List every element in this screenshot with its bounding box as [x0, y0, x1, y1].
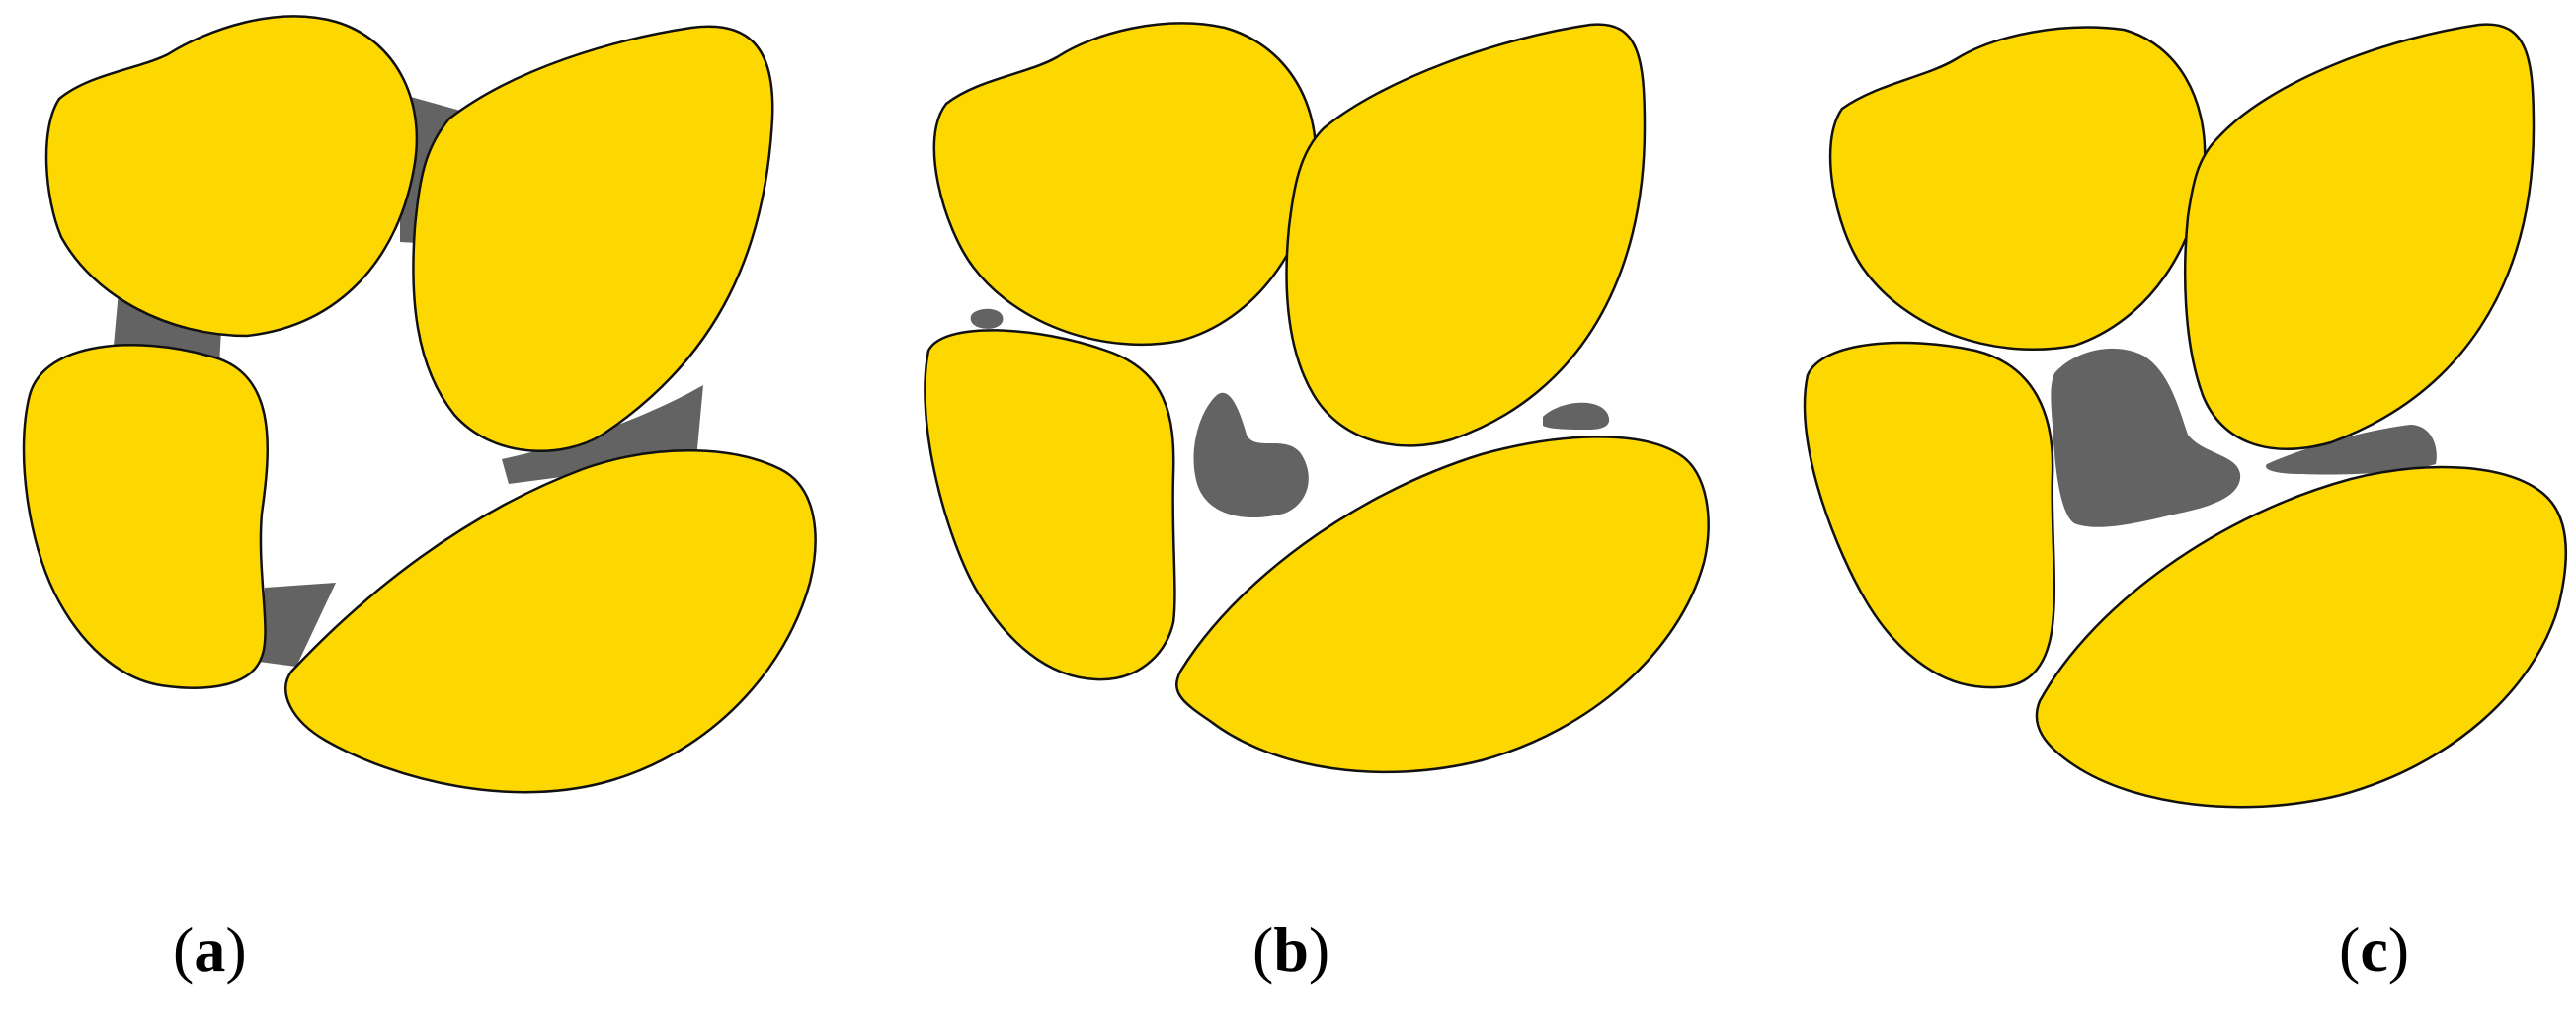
grain-top-right [2183, 23, 2536, 450]
binder-pocket [1543, 402, 1610, 430]
grain-top-left [1828, 26, 2207, 352]
binder-pocket [1193, 392, 1309, 518]
panel-a-letter: a [194, 914, 226, 985]
grain-top-right [1285, 23, 1647, 447]
grain-bottom-right [1175, 436, 1710, 774]
grain-bottom-right [2035, 465, 2567, 809]
grain-bottom-left [1803, 341, 2056, 689]
grain-top-left [932, 22, 1318, 347]
panel-b-label: (b) [1252, 914, 1330, 985]
grain-bottom-left [924, 329, 1176, 681]
grain-top-left [44, 15, 419, 338]
panel-c-letter: c [2360, 914, 2388, 985]
panel-b-letter: b [1273, 914, 1309, 985]
binder-pocket [970, 308, 1004, 329]
binder-bridge [259, 583, 336, 667]
panel-a [22, 15, 817, 794]
binder-pocket [2051, 348, 2241, 527]
grain-top-right [412, 25, 774, 453]
binder-pocket [2266, 425, 2437, 475]
panel-c-label: (c) [2339, 914, 2410, 985]
grain-bottom-left [22, 344, 269, 689]
panel-c [1803, 23, 2567, 809]
panel-b [924, 22, 1710, 774]
grain-bottom-right [284, 449, 817, 794]
panel-a-label: (a) [173, 914, 247, 985]
